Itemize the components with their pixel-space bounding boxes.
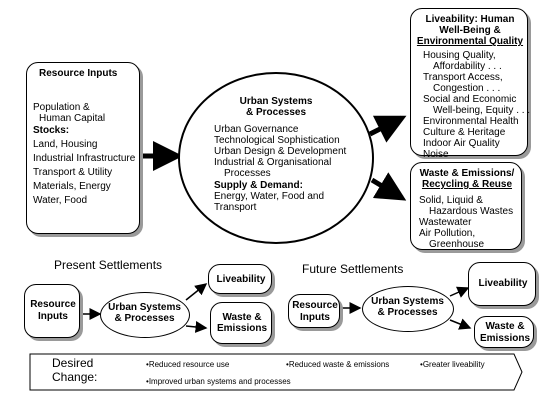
future-resource-inputs-label-2: Inputs [300,312,330,323]
future-urban-systems-label: Urban Systems [371,296,444,307]
future-settlements-heading: Future Settlements [302,262,404,276]
resource-inputs-box: Resource Inputs Population & Human Capit… [26,62,140,234]
urban-systems-supply-2: Transport [214,202,257,213]
arrow-systems-to-waste [370,172,407,201]
waste-title: Waste & Emissions/ [419,168,515,179]
urban-systems-supply-label: Supply & Demand: [214,180,303,191]
liveability-item: Noise [423,149,449,160]
urban-systems-item: Urban Design & Development [214,146,347,157]
present-urban-systems-ellipse: Urban Systems & Processes [100,292,190,338]
liveability-title-2: Well-Being & [439,25,501,36]
desired-change-item: Reduced resource use [146,360,230,370]
future-resource-inputs-label: Resource [292,300,338,311]
urban-systems-item: Industrial & Organisational [214,157,332,168]
present-settlements-heading: Present Settlements [54,258,163,272]
desired-change-label-2: Change: [52,370,98,384]
urban-systems-ellipse: Urban Systems & Processes Urban Governan… [178,72,374,244]
present-resource-inputs-label: Resource [30,299,76,310]
future-arrow-systems-to-liveability [449,286,470,298]
present-resource-inputs-label-2: Inputs [38,311,68,322]
desired-change-label: Desired [52,356,94,370]
present-liveability-box: Liveability [208,264,272,294]
liveability-item: Culture & Heritage [423,127,506,138]
waste-item: Greenhouse [429,239,485,250]
resource-inputs-item: Water, Food [33,195,88,206]
resource-inputs-item: Land, Housing [33,139,98,150]
liveability-item: Affordability . . . [433,61,502,72]
present-urban-systems-label-2: & Processes [114,313,175,324]
waste-item: Air Pollution, [419,228,476,239]
waste-emissions-box: Waste & Emissions/ Recycling & Reuse Sol… [410,162,522,250]
urban-systems-title: Urban Systems [239,96,313,107]
resource-inputs-stocks-label: Stocks: [33,125,70,136]
arrow-systems-to-liveability [368,115,407,143]
future-waste-label-2: Emissions [479,333,531,344]
resource-inputs-title: Resource Inputs [39,68,118,79]
liveability-item: Social and Economic [423,94,517,105]
desired-change-item: Greater liveability [420,360,485,370]
waste-item: Hazardous Wastes [429,206,514,217]
future-waste-label: Waste & [485,321,525,332]
urban-systems-item-cont: Processes [224,168,271,179]
liveability-item: Transport Access, [423,72,503,83]
waste-item: Wastewater [419,217,472,228]
resource-inputs-population-2: Human Capital [39,113,106,124]
present-arrow-systems-to-liveability [185,283,208,301]
present-waste-box: Waste & Emissions [210,302,272,344]
liveability-item: Indoor Air Quality [423,138,500,149]
liveability-list: Housing Quality,Affordability . . .Trans… [423,50,530,160]
present-arrow-systems-to-waste [185,320,208,333]
liveability-title: Liveability: Human [425,14,515,25]
present-waste-label-2: Emissions [216,323,268,334]
urban-systems-item: Urban Governance [214,124,299,135]
present-resource-inputs-box: Resource Inputs [24,284,80,338]
resource-inputs-item: Transport & Utility [33,167,113,178]
liveability-item: Congestion . . . [433,83,501,94]
liveability-title-3: Environmental Quality [416,36,524,47]
future-waste-box: Waste & Emissions [474,316,534,348]
future-urban-systems-ellipse: Urban Systems & Processes [362,286,454,332]
liveability-item: Well-being, Equity . . . [433,105,531,116]
present-waste-label: Waste & [222,312,262,323]
waste-title-2: Recycling & Reuse [421,179,513,190]
desired-change-item: Reduced waste & emissions [286,360,390,370]
liveability-box: Liveability: Human Well-Being & Environm… [410,8,530,160]
waste-item: Solid, Liquid & [419,195,483,206]
urban-systems-title-2: & Processes [245,107,307,118]
future-liveability-label: Liveability [478,278,528,289]
future-liveability-box: Liveability [468,262,536,306]
urban-systems-supply: Energy, Water, Food and [214,191,325,202]
future-urban-systems-label-2: & Processes [377,307,438,318]
present-liveability-label: Liveability [216,274,266,285]
present-urban-systems-label: Urban Systems [108,302,181,313]
desired-change-item: Improved urban systems and processes [146,377,291,387]
future-arrow-systems-to-waste [449,318,472,330]
urban-systems-item: Technological Sophistication [214,135,340,146]
liveability-item: Environmental Health [423,116,519,127]
future-resource-inputs-box: Resource Inputs [288,294,340,328]
resource-inputs-item: Materials, Energy [33,181,111,192]
resource-inputs-item: Industrial Infrastructure [33,153,136,164]
resource-inputs-population: Population & [33,102,90,113]
liveability-item: Housing Quality, [423,50,496,61]
